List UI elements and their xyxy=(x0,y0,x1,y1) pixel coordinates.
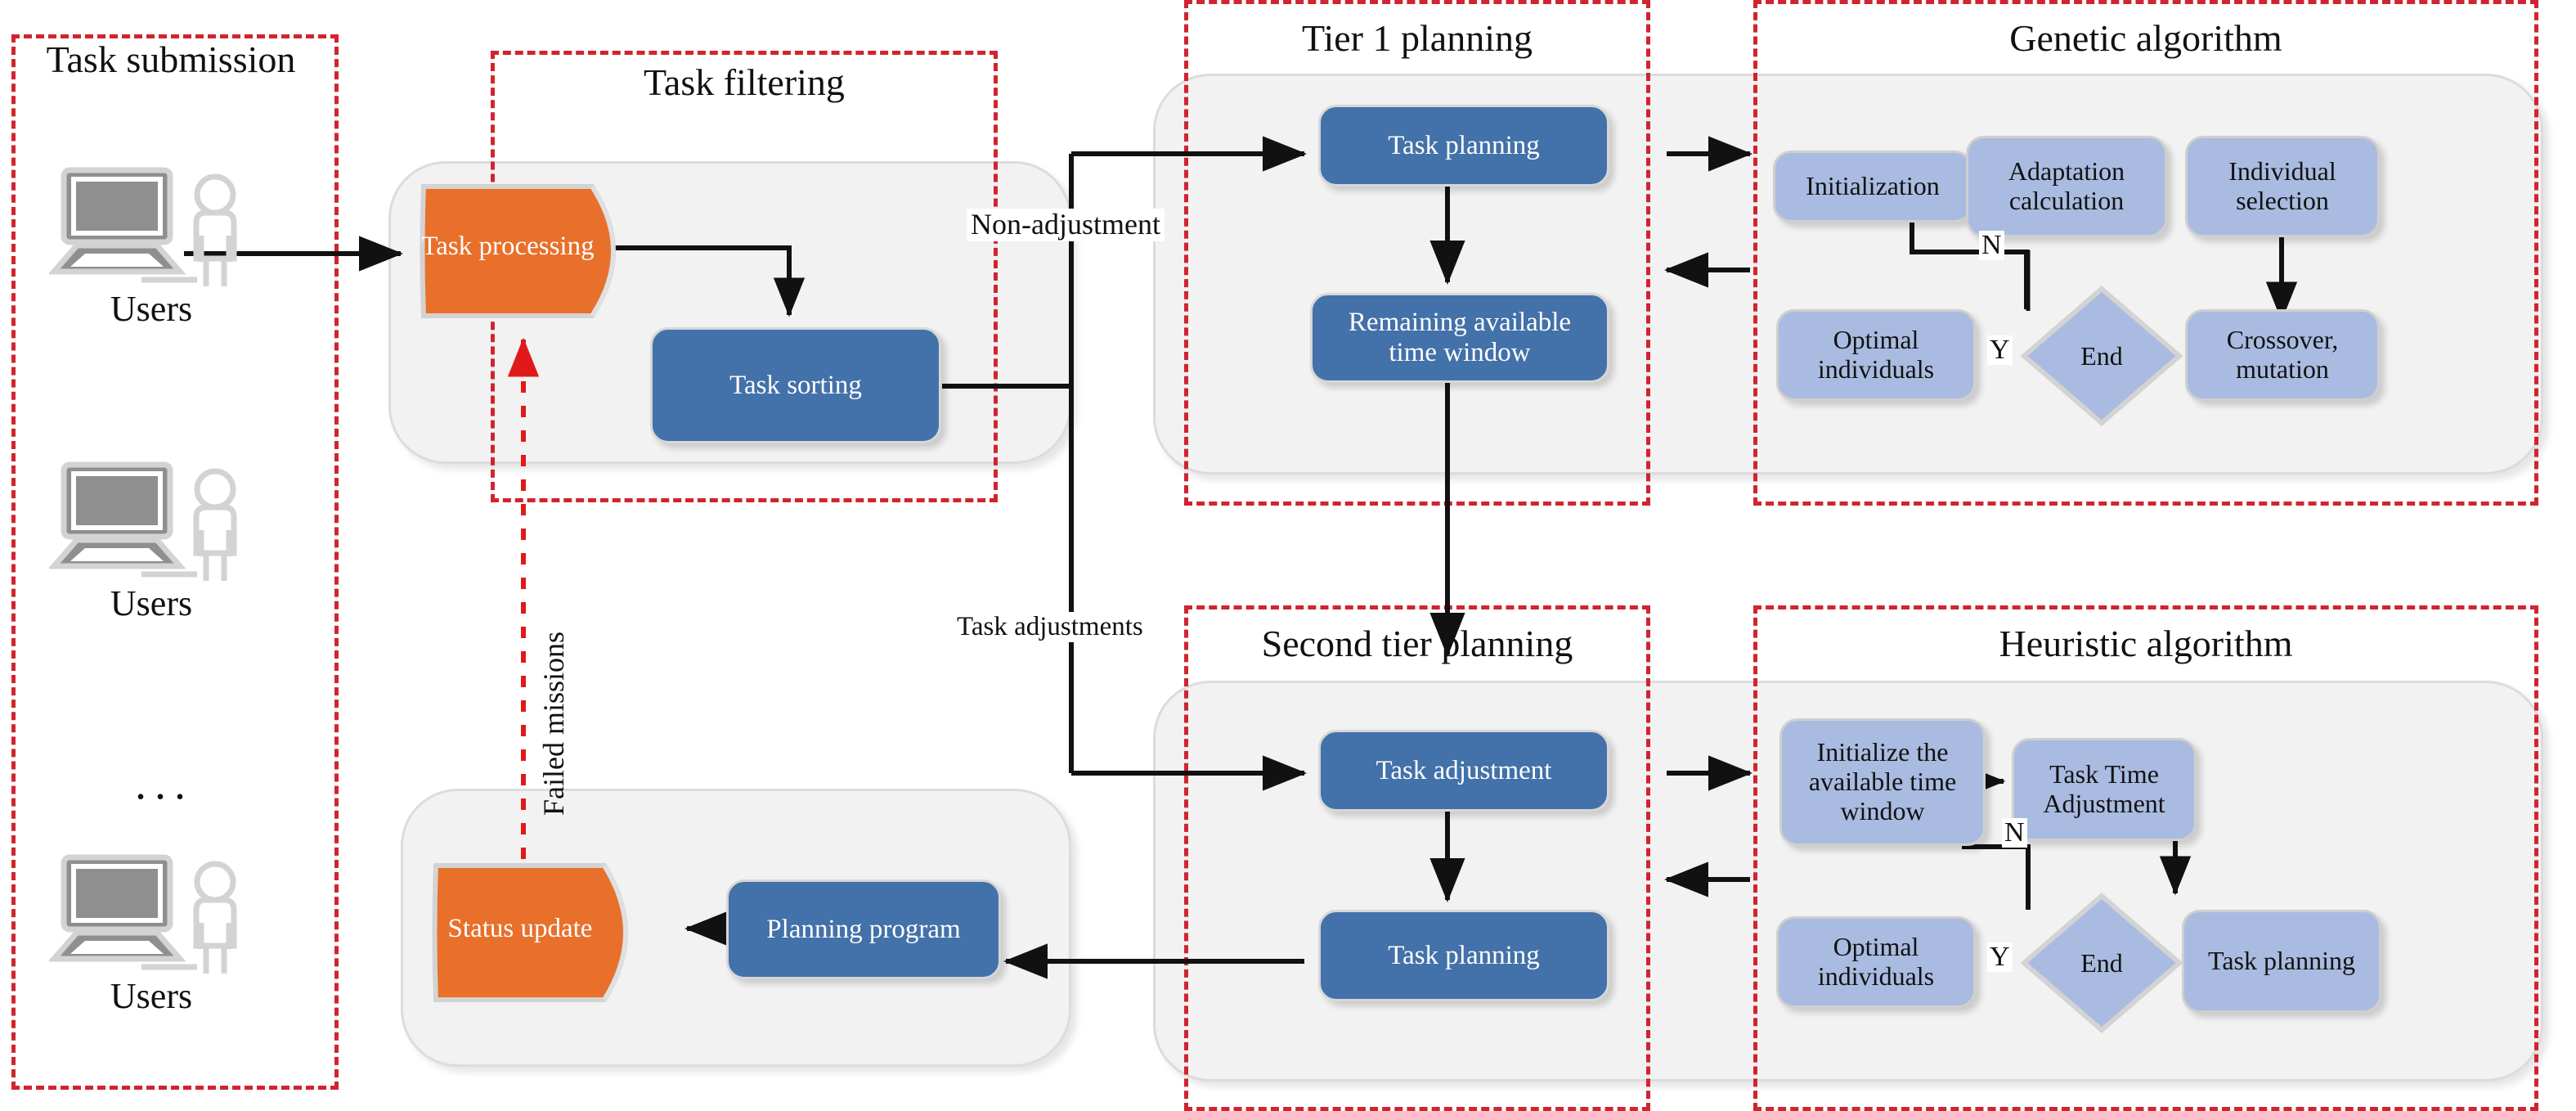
node-ga-crossover-mutation-label: Crossover, mutation xyxy=(2226,325,2339,384)
node-he-task-planning-label: Task planning xyxy=(2208,946,2355,976)
user-label-3: Users xyxy=(110,976,193,1016)
node-ga-crossover-mutation[interactable]: Crossover, mutation xyxy=(2185,309,2380,401)
edge-label-he-y: Y xyxy=(1987,942,2013,972)
laptop-person-icon xyxy=(47,461,237,581)
user-label-2: Users xyxy=(110,583,193,623)
edge-label-he-n: N xyxy=(2002,818,2027,848)
node-tier1-task-planning[interactable]: Task planning xyxy=(1318,105,1609,187)
node-he-task-planning[interactable]: Task planning xyxy=(2182,910,2381,1013)
user-group-1: Users xyxy=(47,164,303,329)
diamond-shape xyxy=(2020,286,2183,426)
diamond-shape xyxy=(2020,893,2183,1033)
users-ellipsis: ... xyxy=(135,758,194,809)
node-he-initialize-window-label: Initialize the available time window xyxy=(1808,737,1957,825)
node-he-task-time-adjustment[interactable]: Task Time Adjustment xyxy=(2012,738,2197,841)
section-title-heuristic: Heuristic algorithm xyxy=(1999,623,2293,664)
node-planning-program[interactable]: Planning program xyxy=(726,879,1001,979)
section-frame-tier1 xyxy=(1184,0,1650,506)
node-ga-end-label: End xyxy=(2080,340,2123,371)
node-ga-adaptation-calculation[interactable]: Adaptation calculation xyxy=(1966,136,2167,237)
section-title-tier1: Tier 1 planning xyxy=(1302,17,1533,59)
node-planning-program-label: Planning program xyxy=(766,914,961,944)
edge-label-task-adjustments: Task adjustments xyxy=(953,612,1147,642)
section-frame-genetic xyxy=(1753,0,2538,506)
laptop-person-icon xyxy=(47,167,237,286)
node-status-update-label: Status update xyxy=(447,914,593,944)
section-frame-task-submission xyxy=(11,34,339,1090)
user-group-3: Users xyxy=(47,851,303,1016)
node-ga-optimal-individuals[interactable]: Optimal individuals xyxy=(1776,309,1976,401)
node-ga-optimal-individuals-label: Optimal individuals xyxy=(1817,325,1935,384)
node-task-processing-label: Task processing xyxy=(421,232,595,262)
node-he-optimal-individuals-label: Optimal individuals xyxy=(1817,932,1935,991)
section-frame-heuristic xyxy=(1753,605,2538,1111)
node-task-sorting-label: Task sorting xyxy=(729,370,862,400)
node-task-sorting[interactable]: Task sorting xyxy=(650,327,941,443)
section-title-tier2: Second tier planning xyxy=(1261,623,1573,664)
node-ga-individual-selection-label: Individual selection xyxy=(2228,156,2336,215)
node-tier2-task-adjustment-label: Task adjustment xyxy=(1376,755,1552,785)
edge-label-ga-n: N xyxy=(1979,231,2004,260)
section-frame-tier2 xyxy=(1184,605,1650,1111)
node-he-task-time-adjustment-label: Task Time Adjustment xyxy=(2043,759,2165,818)
node-he-end[interactable]: End xyxy=(2020,892,2183,1034)
node-he-end-label: End xyxy=(2080,947,2123,978)
laptop-person-icon xyxy=(47,854,237,974)
edge-label-non-adjustment: Non-adjustment xyxy=(967,209,1165,241)
node-ga-end[interactable]: End xyxy=(2020,285,2183,427)
edge-label-failed-missions: Failed missions xyxy=(537,631,570,816)
node-ga-adaptation-calculation-label: Adaptation calculation xyxy=(2008,156,2125,215)
node-ga-individual-selection[interactable]: Individual selection xyxy=(2185,136,2380,237)
user-group-2: Users xyxy=(47,458,303,623)
section-title-genetic: Genetic algorithm xyxy=(2009,17,2282,59)
cylinder-shape xyxy=(420,184,617,318)
section-title-task-submission: Task submission xyxy=(46,38,296,80)
node-tier2-task-adjustment[interactable]: Task adjustment xyxy=(1318,730,1609,812)
node-he-optimal-individuals[interactable]: Optimal individuals xyxy=(1776,916,1976,1008)
node-tier2-task-planning[interactable]: Task planning xyxy=(1318,910,1609,1001)
node-he-initialize-window[interactable]: Initialize the available time window xyxy=(1779,718,1986,846)
node-tier1-task-planning-label: Task planning xyxy=(1388,130,1540,160)
edge-label-ga-y: Y xyxy=(1987,335,2013,365)
node-tier2-task-planning-label: Task planning xyxy=(1388,940,1540,970)
node-ga-initialization[interactable]: Initialization xyxy=(1773,151,1972,223)
node-ga-initialization-label: Initialization xyxy=(1806,171,1940,201)
section-title-task-filtering: Task filtering xyxy=(644,61,845,103)
node-status-update[interactable]: Status update xyxy=(431,861,629,1002)
user-label-1: Users xyxy=(110,289,193,329)
node-tier1-remaining-window[interactable]: Remaining available time window xyxy=(1310,293,1609,383)
node-task-processing[interactable]: Task processing xyxy=(419,182,617,318)
cylinder-shape xyxy=(432,863,629,1002)
node-tier1-remaining-window-label: Remaining available time window xyxy=(1348,308,1572,367)
